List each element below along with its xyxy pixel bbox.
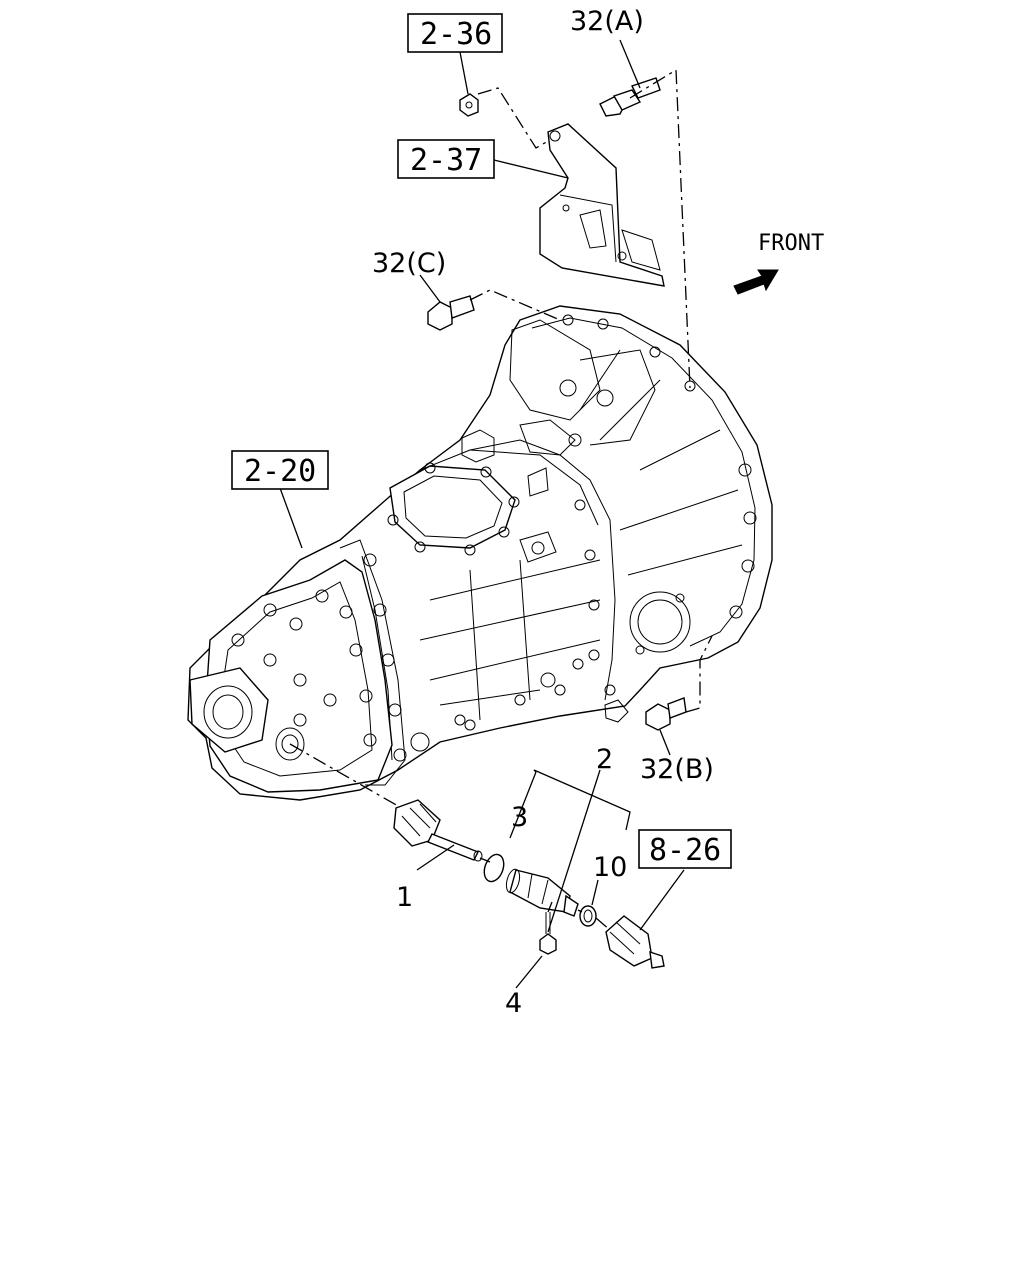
callout-32c: 32(C) — [372, 248, 446, 279]
ref-box-2-36[interactable]: 2-36 — [407, 13, 503, 53]
bracket — [539, 123, 665, 287]
ref-label-2-36: 2-36 — [420, 17, 492, 52]
callout-10: 10 — [593, 852, 627, 883]
sleeve — [505, 868, 579, 917]
drive-gear-shaft — [393, 799, 483, 862]
front-indicator: FRONT — [733, 231, 824, 295]
front-arrow-icon — [733, 269, 779, 295]
seal — [579, 905, 597, 927]
ref-box-2-20[interactable]: 2-20 — [231, 450, 329, 490]
leader-lines — [279, 39, 685, 989]
speed-sensor — [605, 915, 665, 969]
bolt-32b — [645, 697, 687, 731]
ref-label-2-20: 2-20 — [244, 454, 316, 489]
front-label: FRONT — [758, 231, 824, 256]
nut — [459, 93, 479, 117]
callout-1: 1 — [396, 882, 413, 913]
callout-32b: 32(B) — [640, 754, 714, 785]
callout-32a: 32(A) — [570, 6, 644, 37]
ref-box-2-37[interactable]: 2-37 — [397, 139, 495, 179]
transmission-housing — [187, 305, 773, 801]
ref-box-8-26[interactable]: 8-26 — [638, 829, 732, 869]
ref-label-2-37: 2-37 — [410, 143, 482, 178]
ref-label-8-26: 8-26 — [649, 833, 721, 868]
o-ring — [483, 853, 505, 883]
bolt-4 — [539, 912, 557, 955]
connection-lines — [289, 68, 713, 931]
bolt-32c — [427, 295, 475, 331]
callout-2: 2 — [596, 744, 613, 775]
callout-4: 4 — [505, 988, 522, 1019]
callout-3: 3 — [511, 802, 528, 833]
bolt-32a — [599, 77, 661, 117]
